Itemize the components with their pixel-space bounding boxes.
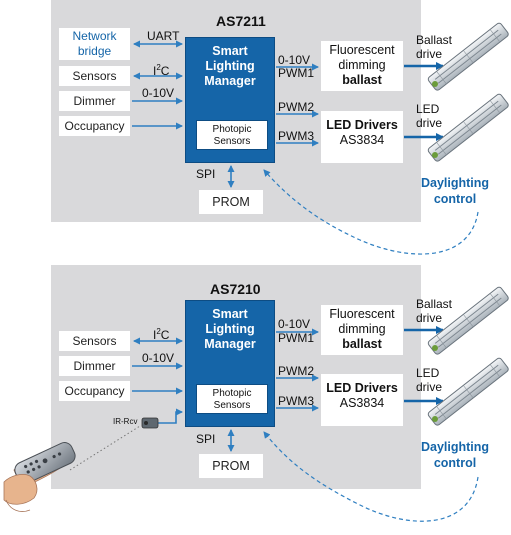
ballast-drive-label: Ballast drive	[416, 297, 452, 325]
ballast-line-1: Fluorescent	[329, 43, 395, 57]
slm-line-3: Manager	[204, 74, 256, 88]
dimmer-box: Dimmer	[59, 91, 130, 111]
slm-line-2: Lighting	[205, 59, 255, 73]
led-drivers-line-1: LED Drivers	[326, 118, 398, 132]
daylight-line-2: control	[433, 192, 477, 206]
slm-line-1: Smart	[212, 44, 248, 58]
photopic-line-1: Photopic	[212, 388, 252, 399]
led-drive-line-1: LED	[416, 102, 440, 116]
ballast-drive-line-2: drive	[416, 47, 443, 61]
top-drive-arrows	[404, 62, 444, 141]
led-drive-line-2: drive	[416, 380, 443, 394]
daylighting-control-label: Daylighting control	[410, 175, 500, 207]
ballast-line-2: dimming	[338, 322, 386, 336]
led-drivers-box: LED Drivers AS3834	[321, 111, 403, 163]
prom-label: PROM	[212, 459, 250, 473]
network-bridge-label-1: Network	[72, 29, 117, 43]
daylight-line-2: control	[433, 456, 477, 470]
led-drivers-line-1: LED Drivers	[326, 381, 398, 395]
fluorescent-lamp-icon	[427, 22, 509, 91]
pwm2-label: PWM2	[278, 364, 314, 378]
photopic-line-2: Sensors	[213, 400, 251, 411]
daylighting-control-label: Daylighting control	[410, 439, 500, 471]
bottom-output-arrows	[276, 328, 319, 412]
ballast-line-3: ballast	[342, 337, 382, 351]
occupancy-box: Occupancy	[59, 381, 130, 401]
network-bridge-box: Network bridge	[59, 28, 130, 60]
occupancy-label: Occupancy	[64, 119, 125, 133]
chip-title: AS7211	[216, 13, 266, 29]
bottom-drive-arrows	[404, 326, 444, 405]
top-output-arrows	[276, 63, 319, 147]
slm-line-2: Lighting	[205, 322, 255, 336]
ballast-drive-line-1: Ballast	[416, 33, 453, 47]
photopic-line-1: Photopic	[212, 124, 252, 135]
prom-box: PROM	[199, 190, 263, 214]
led-drive-label: LED drive	[416, 366, 442, 394]
led-drivers-line-2: AS3834	[339, 396, 385, 410]
occupancy-box: Occupancy	[59, 116, 130, 136]
prom-box: PROM	[199, 454, 263, 478]
ballast-drive-line-1: Ballast	[416, 297, 453, 311]
pwm1-label: PWM1	[278, 66, 314, 80]
ballast-drive-line-2: drive	[416, 311, 443, 325]
daylight-line-1: Daylighting	[420, 440, 490, 454]
ballast-line-2: dimming	[338, 58, 386, 72]
ballast-box: Fluorescent dimming ballast	[321, 305, 403, 355]
led-drive-line-2: drive	[416, 116, 443, 130]
photopic-line-2: Sensors	[213, 136, 251, 147]
out-0-10v-label: 0-10V	[278, 53, 311, 67]
led-lamp-icon	[427, 93, 509, 162]
pwm3-label: PWM3	[278, 394, 314, 408]
sensors-label: Sensors	[72, 334, 117, 348]
ballast-line-1: Fluorescent	[329, 307, 395, 321]
photopic-sensors-box: Photopic Sensors	[196, 120, 268, 150]
uart-label: UART	[147, 29, 180, 43]
dimmer-label: Dimmer	[73, 359, 116, 373]
dimmer-label: Dimmer	[73, 94, 116, 108]
spi-label: SPI	[196, 167, 216, 181]
pwm3-label: PWM3	[278, 129, 314, 143]
led-drivers-box: LED Drivers AS3834	[321, 374, 403, 426]
bottom-daylight-feedback	[263, 431, 479, 522]
i2c-label: I2C	[153, 63, 170, 78]
ballast-box: Fluorescent dimming ballast	[321, 41, 403, 91]
dimmer-bus-label: 0-10V	[142, 86, 175, 100]
led-drive-line-1: LED	[416, 366, 440, 380]
dimmer-bus-label: 0-10V	[142, 351, 175, 365]
photopic-sensors-box: Photopic Sensors	[196, 384, 268, 414]
remote-control-icon	[3, 442, 76, 512]
network-bridge-label-2: bridge	[77, 44, 112, 58]
pwm2-label: PWM2	[278, 100, 314, 114]
ballast-drive-label: Ballast drive	[416, 33, 452, 61]
led-drive-label: LED drive	[416, 102, 442, 130]
sensors-box: Sensors	[59, 331, 130, 351]
bottom-input-arrows	[132, 337, 235, 452]
ir-beam	[69, 425, 141, 471]
occupancy-label: Occupancy	[64, 384, 125, 398]
chip-title: AS7210	[210, 281, 261, 297]
daylight-line-1: Daylighting	[420, 176, 490, 190]
led-lamp-icon	[427, 357, 509, 426]
ir-receiver-icon	[141, 417, 159, 429]
slm-line-1: Smart	[212, 307, 248, 321]
sensors-box: Sensors	[59, 66, 130, 86]
ir-arrow	[158, 408, 183, 424]
sensors-label: Sensors	[72, 69, 117, 83]
led-drivers-line-2: AS3834	[339, 133, 385, 147]
pwm1-label: PWM1	[278, 331, 314, 345]
top-input-arrows	[132, 40, 235, 188]
ballast-line-3: ballast	[342, 73, 382, 87]
out-0-10v-label: 0-10V	[278, 317, 311, 331]
dimmer-box: Dimmer	[59, 356, 130, 376]
top-daylight-feedback	[263, 169, 479, 255]
ir-rcv-label: IR-Rcv	[113, 417, 138, 426]
slm-line-3: Manager	[204, 337, 256, 351]
prom-label: PROM	[212, 195, 250, 209]
spi-label: SPI	[196, 432, 216, 446]
i2c-label: I2C	[153, 327, 170, 342]
fluorescent-lamp-icon	[427, 286, 509, 355]
